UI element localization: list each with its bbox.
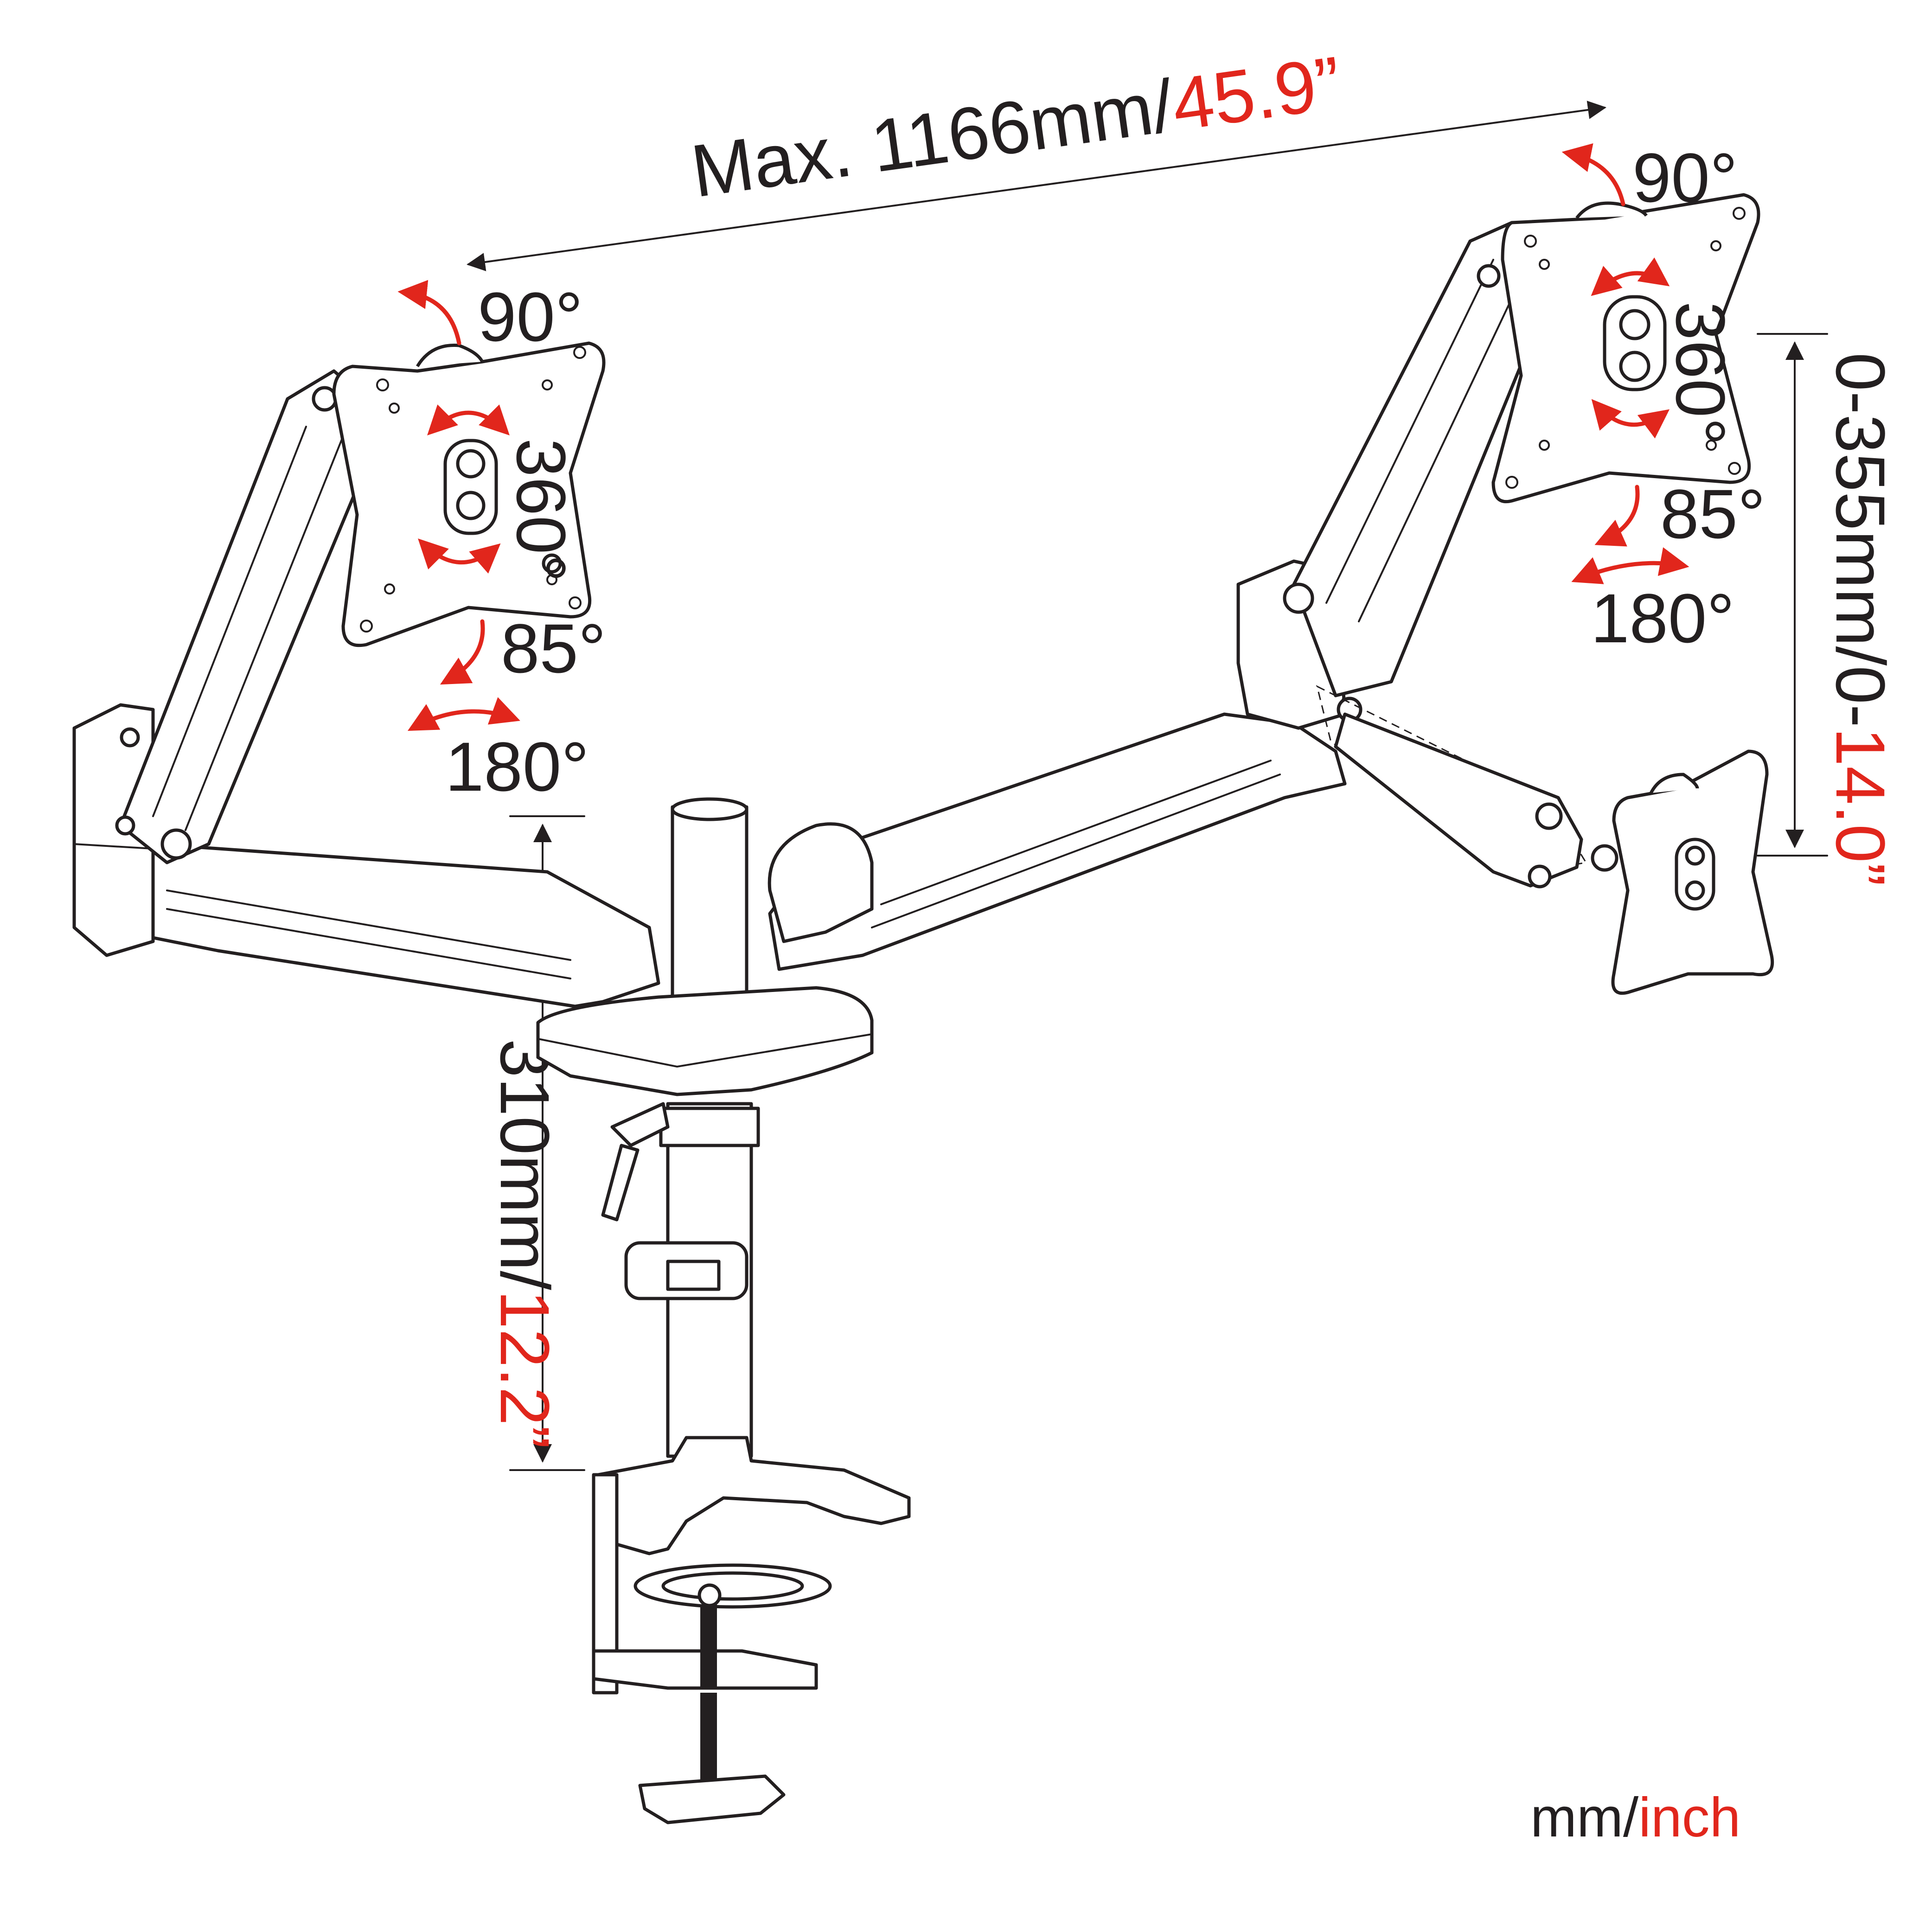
- right-head-annotations: 90° 360° 85° 180°: [1561, 139, 1766, 657]
- pole-height-dimension: 310mm/12.2”: [486, 815, 585, 1471]
- arm-hub: [536, 986, 874, 1096]
- clamp-top: [596, 1436, 911, 1555]
- units-legend: mm/inch: [1530, 1786, 1740, 1849]
- height-range-label: 0-355mm/0-14.0”: [1822, 352, 1900, 886]
- right-arm: [768, 193, 1774, 995]
- left-rotate-upper-arrow-icon: [427, 404, 510, 435]
- clamp-knob: [638, 1774, 786, 1824]
- right-upper-arm-lowered: [1334, 712, 1583, 888]
- left-head-annotations: 90° 360° 85° 180°: [397, 278, 606, 806]
- width-dimension-arrow-icon: [467, 101, 1606, 271]
- clamp-screw: [700, 1605, 717, 1688]
- left-tilt-down-arrow-icon: [440, 619, 485, 685]
- left-swivel-arrow-icon: [407, 697, 520, 731]
- right-tilt-down-arrow-icon: [1594, 485, 1640, 547]
- right-tilt-down-label: 85°: [1660, 475, 1766, 553]
- left-rotate-lower-arrow-icon: [418, 538, 501, 574]
- right-rotate-upper-arrow-icon: [1591, 257, 1670, 296]
- pole-height-label: 310mm/12.2”: [486, 1039, 564, 1449]
- left-swivel-label: 180°: [445, 728, 589, 806]
- left-lower-arm: [137, 842, 660, 1008]
- height-lock-lever: [601, 1144, 640, 1222]
- hub: [536, 986, 874, 1096]
- height-range-dimension: 0-355mm/0-14.0”: [1757, 333, 1900, 886]
- right-tilt-up-arrow-icon: [1561, 143, 1625, 206]
- left-rotate-label: 360°: [502, 438, 580, 582]
- left-tilt-up-label: 90°: [478, 278, 583, 356]
- pole-top: [671, 805, 748, 1004]
- width-dimension-label: Max. 1166mm/45.9”: [686, 40, 1346, 212]
- right-swivel-label: 180°: [1591, 579, 1734, 657]
- clamp-back: [592, 1473, 619, 1695]
- right-swivel-arrow-icon: [1571, 547, 1689, 584]
- left-tilt-down-label: 85°: [501, 609, 606, 687]
- right-rotate-lower-arrow-icon: [1591, 399, 1670, 439]
- left-elbow: [72, 703, 155, 957]
- left-tilt-up-arrow-icon: [397, 280, 461, 345]
- right-tilt-up-label: 90°: [1632, 139, 1738, 217]
- left-upper-arm: [119, 369, 373, 864]
- width-dimension: Max. 1166mm/45.9”: [467, 40, 1606, 271]
- left-arm: [72, 341, 660, 1008]
- pole-assembly: [592, 797, 911, 1824]
- right-rotate-label: 360°: [1662, 301, 1740, 445]
- right-shoulder-cap: [768, 822, 874, 943]
